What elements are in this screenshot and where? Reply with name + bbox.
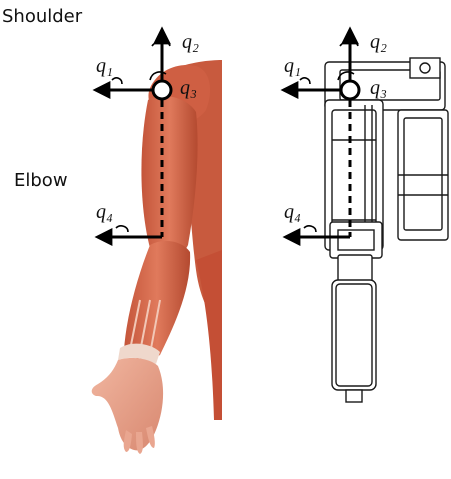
left-shoulder-joint-icon	[153, 81, 171, 99]
right-q3-label: q₃	[370, 77, 387, 99]
right-shoulder-joint-icon	[341, 81, 359, 99]
right-q4-label: q₄	[284, 201, 301, 223]
elbow-label: Elbow	[14, 170, 68, 191]
right-q2-label: q₂	[370, 31, 387, 53]
left-q1-label: q₁	[96, 55, 113, 77]
left-q3-label: q₃	[180, 77, 197, 99]
q1-rotation-curl	[300, 78, 310, 84]
q4-rotation-curl	[304, 226, 316, 232]
q4-rotation-curl	[116, 226, 128, 232]
exoskeleton-device	[325, 58, 448, 402]
right-q1-label: q₁	[284, 55, 301, 77]
anatomical-arm-illustration	[92, 60, 222, 454]
left-q4-label: q₄	[96, 201, 113, 223]
shoulder-label: Shoulder	[2, 6, 83, 27]
left-q2-label: q₂	[182, 31, 199, 53]
q1-rotation-curl	[112, 78, 122, 84]
